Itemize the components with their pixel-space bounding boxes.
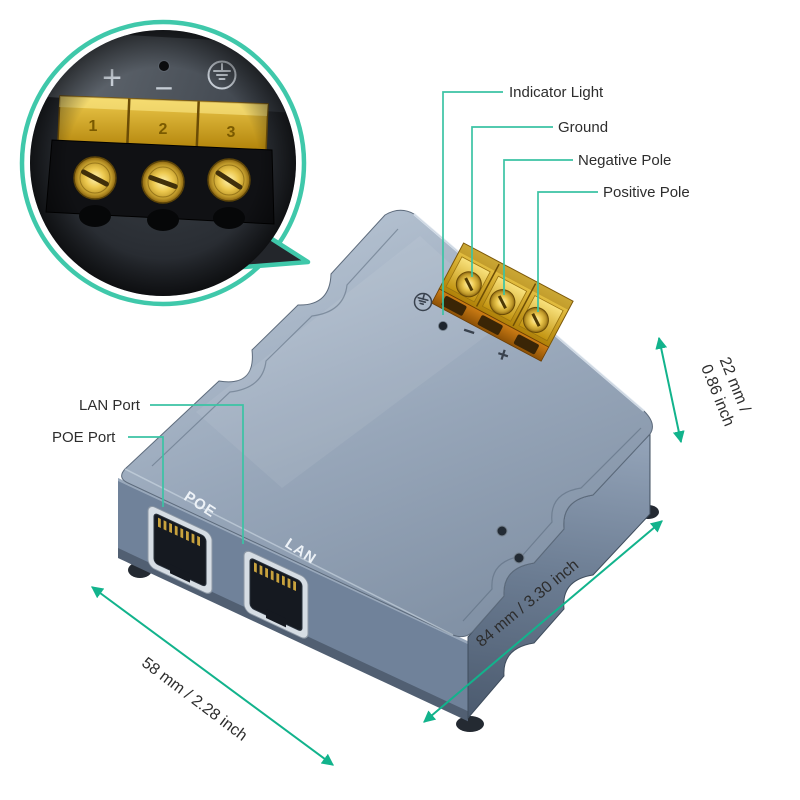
poe-port [147, 505, 213, 594]
mounting-hole-1 [496, 525, 508, 537]
width-dimension-arrow [91, 586, 334, 766]
terminal-screw-positive [522, 306, 549, 333]
callout-photo: + − 1 2 3 [30, 30, 296, 296]
length-dimension-arrow [423, 520, 663, 723]
height-dimension-arrow [655, 336, 685, 444]
leader-lines [128, 91, 598, 544]
ground-label: Ground [558, 119, 609, 136]
ground-mark-circle [413, 292, 433, 312]
front-edge-highlight [124, 468, 454, 636]
indicator-light-label: Indicator Light [509, 84, 604, 101]
poe-port-label: POE Port [52, 429, 116, 446]
indicator-light-leader [442, 91, 503, 315]
negative-pole-label: Negative Pole [578, 152, 672, 169]
indicator-light-dot [438, 321, 448, 331]
terminal-screw-negative [489, 289, 516, 316]
mounting-hole-2 [513, 552, 525, 564]
dimension-arrows [91, 336, 685, 766]
ground-leader [471, 126, 553, 277]
negative-pole-leader [503, 159, 573, 295]
poe-port-leader [128, 436, 164, 507]
terminal-screw-ground [455, 271, 482, 298]
lan-port-leader [150, 404, 244, 544]
poe-port-pins [158, 517, 201, 547]
positive-pole-leader [537, 191, 598, 312]
lan-port-label: LAN Port [79, 397, 140, 414]
top-contour-left [151, 228, 399, 467]
positive-pole-label: Positive Pole [603, 184, 690, 201]
